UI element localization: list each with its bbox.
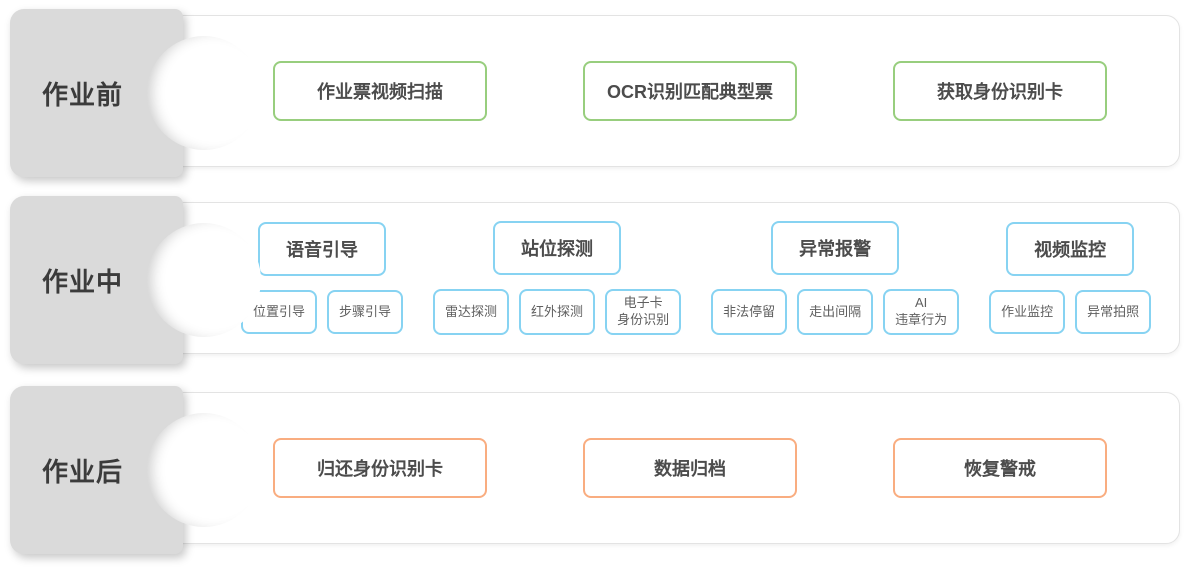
task-node-ocr-match: OCR识别匹配典型票	[583, 61, 797, 121]
phase-label-text: 作业前	[42, 79, 124, 110]
sub-node-infrared-detect: 红外探测	[519, 289, 596, 335]
phase-row-after: 归还身份识别卡 数据归档 恢复警戒 作业后	[0, 386, 1200, 554]
sub-node-work-monitor: 作业监控	[989, 290, 1066, 334]
group-subs: 非法停留 走出间隔 AI 违章行为	[711, 289, 960, 335]
phase-row-before: 作业票视频扫描 OCR识别匹配典型票 获取身份识别卡 作业前	[0, 9, 1200, 177]
feature-group-position-detect: 站位探测 雷达探测 红外探测 电子卡 身份识别	[433, 221, 682, 335]
feature-group-abnormal-alarm: 异常报警 非法停留 走出间隔 AI 违章行为	[711, 221, 960, 335]
notch-decoration	[147, 36, 261, 150]
task-node-restore-guard: 恢复警戒	[893, 438, 1107, 498]
phase-label-after: 作业后	[10, 386, 261, 554]
sub-node-ai-violation: AI 违章行为	[883, 289, 960, 335]
feature-group-voice-guide: 语音引导 位置引导 步骤引导	[241, 222, 404, 334]
sub-node-leave-interval: 走出间隔	[797, 289, 874, 335]
phase-label-before: 作业前	[10, 9, 261, 177]
sub-node-radar-detect: 雷达探测	[433, 289, 510, 335]
group-title-voice-guide: 语音引导	[258, 222, 387, 276]
phase-panel-before: 作业票视频扫描 OCR识别匹配典型票 获取身份识别卡	[170, 15, 1180, 167]
phase-panel-during: 语音引导 位置引导 步骤引导 站位探测 雷达探测 红外探测 电子卡 身份识别	[170, 202, 1180, 354]
group-title-video-monitor: 视频监控	[1006, 222, 1135, 276]
phase-content-before: 作业票视频扫描 OCR识别匹配典型票 获取身份识别卡	[171, 16, 1179, 166]
notch-decoration	[147, 413, 261, 527]
sub-node-ecard-identity: 电子卡 身份识别	[605, 289, 682, 335]
phase-row-during: 语音引导 位置引导 步骤引导 站位探测 雷达探测 红外探测 电子卡 身份识别	[0, 196, 1200, 364]
task-node-ticket-video-scan: 作业票视频扫描	[273, 61, 487, 121]
task-node-get-id-card: 获取身份识别卡	[893, 61, 1107, 121]
sub-node-step-guide: 步骤引导	[327, 290, 404, 334]
notch-decoration	[147, 223, 261, 337]
group-title-position-detect: 站位探测	[493, 221, 622, 276]
group-subs: 位置引导 步骤引导	[241, 290, 404, 334]
group-subs: 作业监控 异常拍照	[989, 290, 1152, 334]
phase-content-after: 归还身份识别卡 数据归档 恢复警戒	[171, 393, 1179, 543]
sub-node-position-guide: 位置引导	[241, 290, 318, 334]
sub-node-illegal-stay: 非法停留	[711, 289, 788, 335]
feature-group-video-monitor: 视频监控 作业监控 异常拍照	[989, 222, 1152, 334]
task-node-return-id-card: 归还身份识别卡	[273, 438, 487, 498]
phase-panel-after: 归还身份识别卡 数据归档 恢复警戒	[170, 392, 1180, 544]
task-node-data-archive: 数据归档	[583, 438, 797, 498]
sub-node-abnormal-photo: 异常拍照	[1075, 290, 1152, 334]
phase-label-text: 作业后	[42, 456, 124, 487]
phase-label-during: 作业中	[10, 196, 261, 364]
phase-content-during: 语音引导 位置引导 步骤引导 站位探测 雷达探测 红外探测 电子卡 身份识别	[171, 203, 1179, 353]
group-subs: 雷达探测 红外探测 电子卡 身份识别	[433, 289, 682, 335]
group-title-abnormal-alarm: 异常报警	[771, 221, 900, 276]
phase-label-text: 作业中	[42, 266, 124, 297]
